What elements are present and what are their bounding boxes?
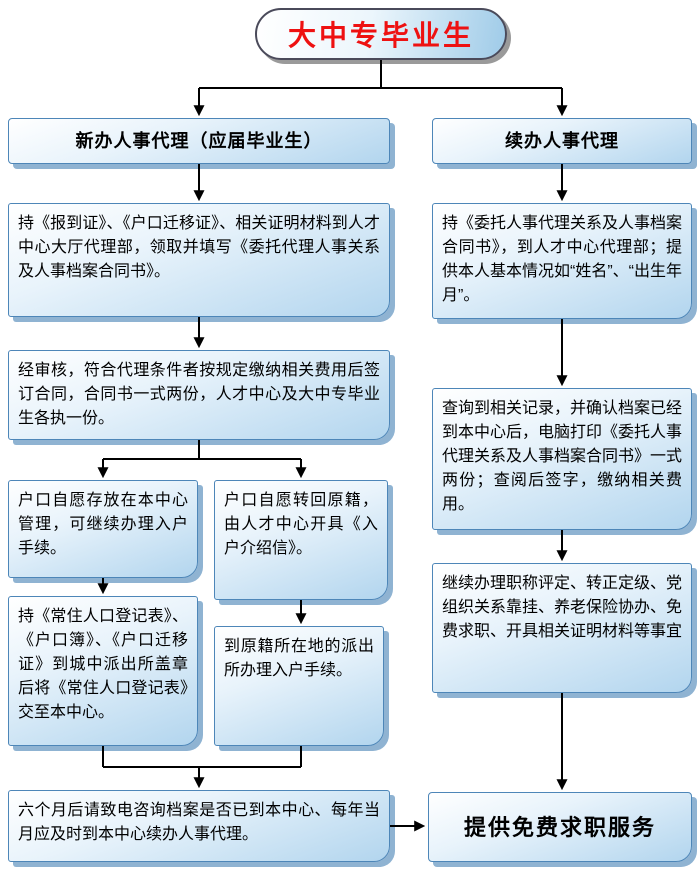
left-step-followup: 六个月后请致电咨询档案是否已到本中心、每年当月应及时到本中心续办人事代理。: [8, 790, 390, 862]
flowchart-title: 大中专毕业生: [255, 8, 507, 60]
right-branch-header: 续办人事代理: [432, 118, 692, 164]
final-free-job-service: 提供免费求职服务: [428, 792, 692, 862]
left-option-keep-hukou: 户口自愿存放在本中心管理，可继续办理入户手续。: [8, 480, 198, 578]
left-option-return-hukou: 户口自愿转回原籍，由人才中心开具《入户介绍信》。: [214, 480, 388, 600]
left-branch-header: 新办人事代理（应届毕业生）: [8, 118, 390, 164]
left-step-documents: 持《报到证》、《户口迁移证》、相关证明材料到人才中心大厅代理部，领取并填写《委托…: [8, 203, 390, 317]
right-step-query: 查询到相关记录，并确认档案已经到本中心后，电脑打印《委托人事代理关系及人事档案合…: [432, 388, 692, 530]
left-step-review: 经审核，符合代理条件者按规定缴纳相关费用后签订合同，合同书一式两份，人才中心及大…: [8, 350, 390, 440]
right-step-contract: 持《委托人事代理关系及人事档案合同书》，到人才中心代理部；提供本人基本情况如“姓…: [432, 203, 692, 319]
left-step-registration-form: 持《常住人口登记表》、《户口簿》、《户口迁移证》到城中派出所盖章后将《常住人口登…: [8, 596, 198, 746]
right-step-services: 继续办理职称评定、转正定级、党组织关系靠挂、养老保险协办、免费求职、开具相关证明…: [432, 563, 692, 693]
left-step-origin-police: 到原籍所在地的派出所办理入户手续。: [214, 626, 384, 746]
